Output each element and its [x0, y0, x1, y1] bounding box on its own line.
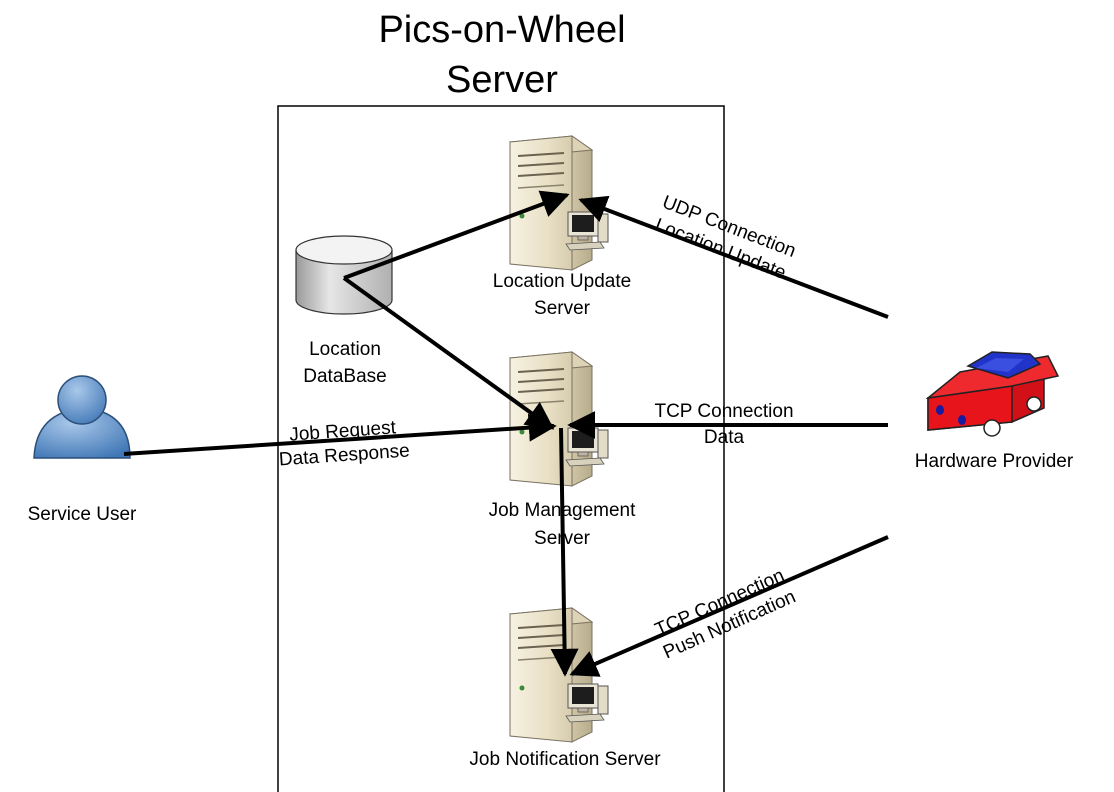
udp-connection-line: [578, 195, 889, 319]
location-update-server-label-line2: Server: [534, 298, 591, 319]
diagram-title-line2: Server: [446, 59, 558, 101]
job-management-to-notification-line: [550, 427, 579, 677]
location-update-server-label-line1: Location Update: [493, 271, 631, 292]
job-management-server-icon: [509, 351, 609, 487]
diagram-title-line1: Pics-on-Wheel: [378, 9, 625, 51]
job-management-server-label-line1: Job Management: [489, 500, 637, 521]
job-notification-server-icon: [509, 607, 609, 743]
car-icon: [925, 351, 1060, 437]
job-management-server-label-line2: Server: [534, 528, 591, 549]
job-notification-server-label: Job Notification Server: [469, 749, 661, 770]
location-database-label-line1: Location: [309, 339, 381, 360]
db-to-location-server-line: [343, 190, 570, 280]
db-to-job-management-line: [342, 276, 555, 430]
tcp-data-connection-label-line1: TCP Connection: [654, 401, 793, 422]
database-cylinder-icon: [295, 235, 393, 315]
location-database-label-line2: DataBase: [303, 366, 386, 387]
service-user-label: Service User: [28, 504, 137, 525]
hardware-provider-label: Hardware Provider: [915, 451, 1074, 472]
person-icon: [33, 375, 131, 459]
tcp-push-connection-line: [569, 535, 889, 677]
job-request-line: [123, 413, 557, 456]
tcp-data-connection-label-line2: Data: [704, 427, 745, 448]
server-boundary: [277, 105, 725, 792]
